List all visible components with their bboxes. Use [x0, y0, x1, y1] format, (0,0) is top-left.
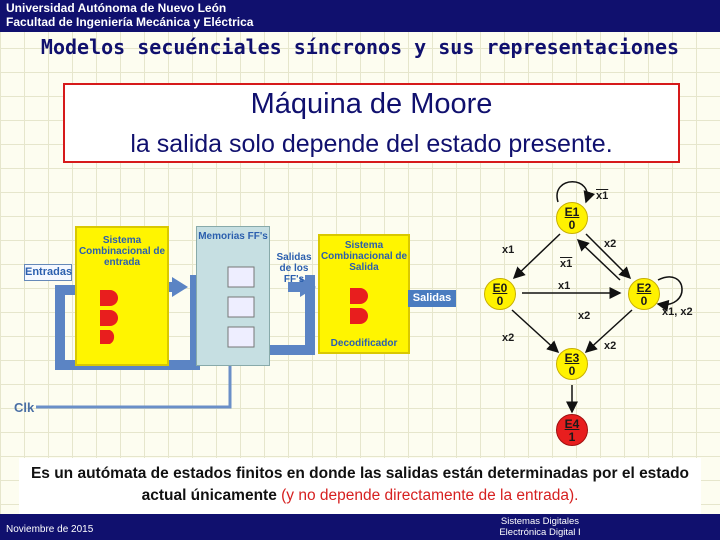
moore-subtitle: la salida solo depende del estado presen… — [130, 130, 613, 158]
inputs-label: Entradas — [24, 264, 72, 281]
decoder-label: Decodificador — [330, 338, 398, 349]
description-box — [19, 458, 701, 514]
flipflops-icon — [227, 266, 255, 348]
label-x2-left-low: x2 — [502, 332, 515, 344]
label-x1-bar-mid: x1 — [560, 258, 573, 270]
slide-title: Modelos secuénciales síncronos y sus rep… — [40, 35, 680, 59]
description-main: Es un autómata de estados finitos en don… — [30, 465, 690, 504]
memories-label: Memorias FF's — [198, 231, 268, 242]
description: Es un autómata de estados finitos en don… — [24, 463, 696, 507]
decoder-gates-icon — [350, 288, 368, 324]
label-x2-top-right: x2 — [604, 238, 617, 250]
state-diagram-edges — [511, 181, 683, 414]
label-x1-left: x1 — [502, 244, 515, 256]
label-x1-bar-top: x1 — [596, 190, 609, 202]
label-x2-right-low: x2 — [604, 340, 617, 352]
logic-gates-icon — [100, 290, 118, 344]
comb-output-label: Sistema Combinacional de Salida — [320, 240, 408, 273]
moore-box — [63, 83, 680, 163]
feedback-wire — [55, 275, 200, 370]
faculty-name: Facultad de Ingeniería Mecánica y Eléctr… — [6, 15, 254, 29]
arrow-icon — [172, 277, 188, 297]
label-x2-mid-low: x2 — [578, 310, 591, 322]
clock-label: Clk — [14, 400, 35, 415]
header-bar — [0, 0, 720, 32]
comb-input-block — [75, 226, 169, 366]
comb-input-label: Sistema Combinacional de entrada — [78, 235, 166, 268]
university-name: Universidad Autónoma de Nuevo León — [6, 1, 227, 15]
footer-bar — [0, 514, 720, 540]
moore-heading: Máquina de Moore — [250, 88, 493, 120]
outputs-label: Salidas — [408, 290, 456, 307]
footer-course-line1: Sistemas Digitales — [500, 516, 580, 527]
footer-course-line2: Electrónica Digital I — [499, 527, 581, 538]
label-x1x2-self: x1, x2 — [662, 306, 693, 318]
footer-date: Noviembre de 2015 — [6, 524, 94, 535]
ff-outputs-label: Salidas de los FF's — [276, 252, 312, 285]
description-note: (y no depende directamente de la entrada… — [281, 487, 579, 504]
clk-wire — [36, 355, 232, 409]
arrow-icon — [300, 277, 316, 297]
label-x1-mid: x1 — [558, 280, 571, 292]
